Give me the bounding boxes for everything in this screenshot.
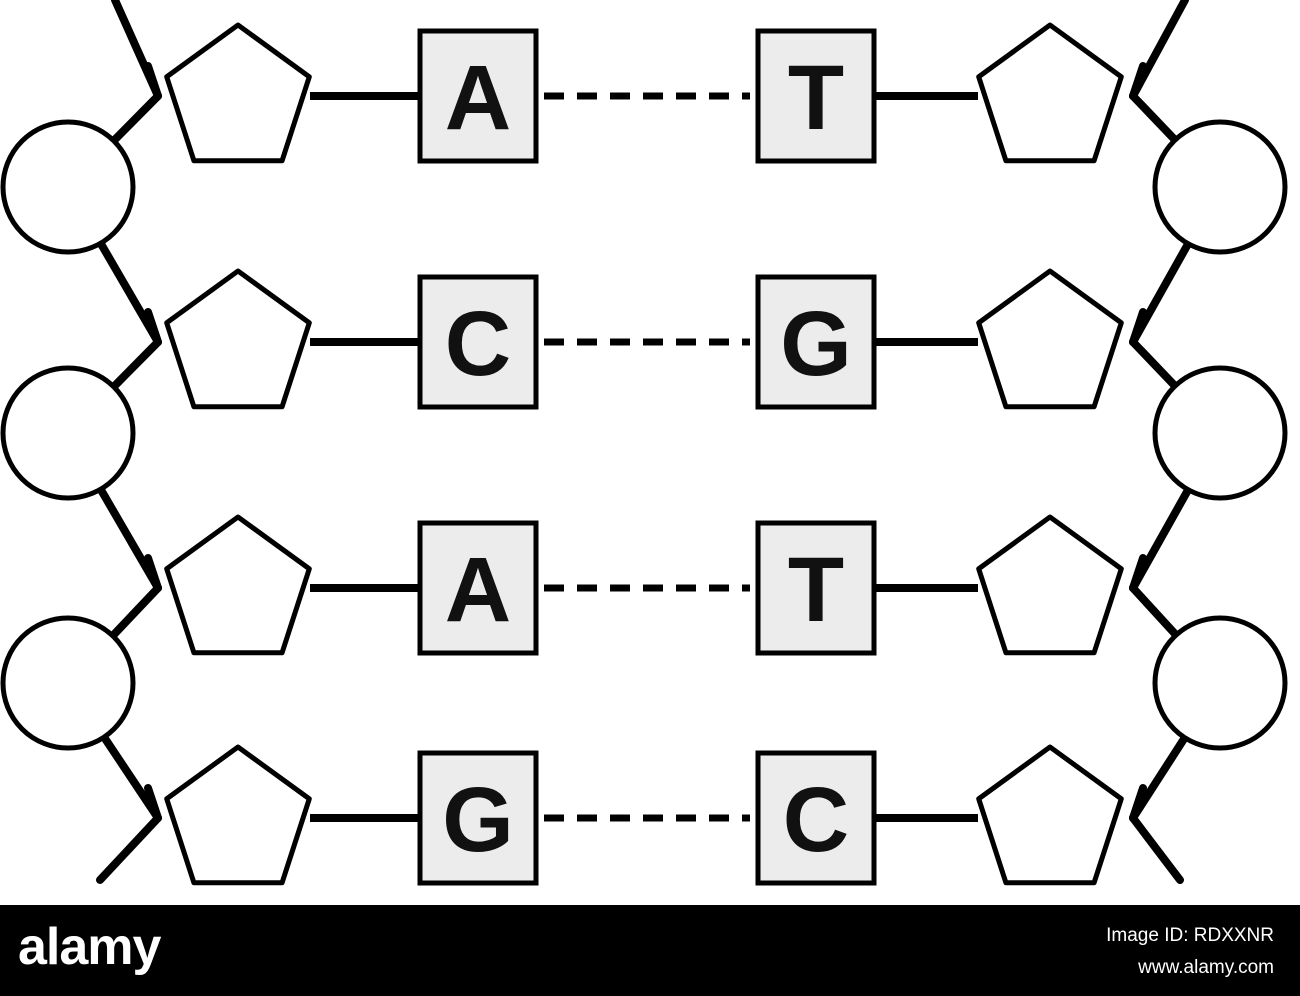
left-phosphate-circle (0, 365, 136, 501)
left-junction-tick (144, 62, 162, 100)
left-backbone-bond (96, 814, 162, 884)
left-base-letter: C (445, 293, 511, 395)
left-junction-tick (144, 784, 162, 822)
left-base-box (417, 28, 539, 164)
backbone-layer (0, 0, 1288, 884)
right-sugar-pentagon (976, 514, 1124, 656)
right-sugar-pentagon (976, 744, 1124, 886)
right-base-letter: C (783, 769, 849, 871)
image-id: Image ID: RDXXNR (1106, 925, 1274, 946)
left-phosphate-circle (0, 119, 136, 255)
right-phosphate-circle (1152, 119, 1288, 255)
alamy-logo: alamy (18, 918, 161, 976)
right-base-box (755, 28, 877, 164)
right-phosphate-circle (1152, 365, 1288, 501)
left-base-letter: A (445, 539, 511, 641)
left-sugar-pentagon (164, 744, 312, 886)
right-junction-tick (1129, 62, 1147, 100)
left-base-box (417, 520, 539, 656)
right-backbone-bond (1129, 814, 1184, 884)
watermark-footer: alamy Image ID: RDXXNR www.alamy.com (0, 905, 1300, 996)
left-base-box (417, 750, 539, 886)
right-junction-tick (1129, 308, 1147, 346)
right-phosphate-circle (1152, 615, 1288, 751)
left-phosphate-circle (0, 615, 136, 751)
left-base-box (417, 274, 539, 410)
left-junction-tick (144, 554, 162, 592)
right-junction-tick (1129, 554, 1147, 592)
right-base-box (755, 750, 877, 886)
right-sugar-pentagon (976, 268, 1124, 410)
right-base-letter: T (788, 539, 844, 641)
left-base-letter: A (445, 47, 511, 149)
left-sugar-pentagon (164, 514, 312, 656)
right-base-box (755, 520, 877, 656)
right-junction-tick (1129, 784, 1147, 822)
left-junction-tick (144, 308, 162, 346)
right-base-letter: T (788, 47, 844, 149)
right-base-box (755, 274, 877, 410)
left-base-letter: G (442, 769, 514, 871)
left-sugar-pentagon (164, 22, 312, 164)
left-sugar-pentagon (164, 268, 312, 410)
right-sugar-pentagon (976, 22, 1124, 164)
footer-url: www.alamy.com (1138, 957, 1274, 978)
right-base-letter: G (780, 293, 852, 395)
